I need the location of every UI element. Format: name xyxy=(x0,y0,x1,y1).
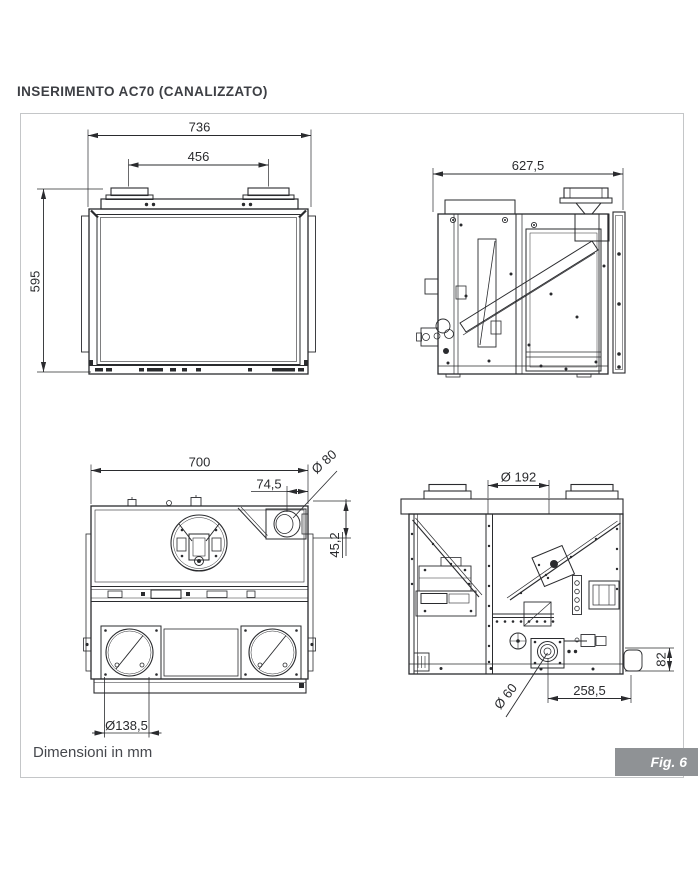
page-title: INSERIMENTO AC70 (CANALIZZATO) xyxy=(17,84,268,99)
dim-rear-overall-width: 700 xyxy=(189,455,211,470)
figure-frame: 736 456 595 627,5 xyxy=(20,113,684,778)
rear-left-fan xyxy=(104,628,158,677)
dim-front-overall-width: 736 xyxy=(189,120,211,135)
units-note: Dimensioni in mm xyxy=(33,744,153,761)
rear-fan-assembly xyxy=(170,514,228,572)
side-view-drawing: 627,5 xyxy=(416,158,626,378)
dim-rear-duct-offset-x: 74,5 xyxy=(256,477,281,492)
dim-section-duct-diameter: Ø 192 xyxy=(501,470,536,485)
figure-badge: Fig. 6 xyxy=(615,748,698,776)
dim-rear-duct-offset-y: 45,2 xyxy=(327,532,342,557)
dim-section-smoke-outlet-diameter: Ø 60 xyxy=(491,681,520,712)
front-view-drawing: 736 456 595 xyxy=(28,120,316,375)
section-post-screws xyxy=(410,524,619,664)
dim-side-overall-depth: 627,5 xyxy=(512,158,545,173)
section-rail-screws xyxy=(495,620,555,623)
dim-section-outlet-offset-x: 258,5 xyxy=(573,683,606,698)
dim-front-overall-height: 595 xyxy=(28,271,43,293)
section-smoke-outlet xyxy=(530,638,565,669)
dim-rear-duct-diameter: Ø 80 xyxy=(308,447,339,477)
front-vent-slots xyxy=(95,368,304,372)
side-screw-dots xyxy=(443,223,606,371)
dim-rear-fan-diameter: Ø138,5 xyxy=(105,718,148,733)
dim-section-outlet-offset-y: 82 xyxy=(654,652,669,666)
rear-right-fan xyxy=(244,628,298,677)
section-view-drawing: Ø 192 xyxy=(400,470,674,718)
dim-front-duct-distance: 456 xyxy=(188,149,210,164)
rear-view-drawing: 700 74,5 Ø 80 45,2 xyxy=(83,447,351,738)
technical-drawing-canvas: 736 456 595 627,5 xyxy=(28,120,674,738)
